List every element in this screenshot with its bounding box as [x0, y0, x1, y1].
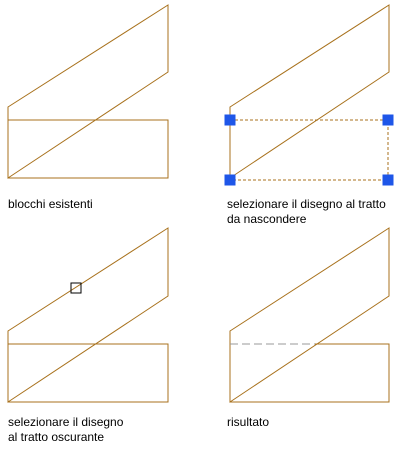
- caption-line: selezionare il disegno: [8, 415, 124, 429]
- panel-select-hide: selezionare il disegno al tratto da nasc…: [224, 4, 394, 227]
- select-obscure-drawing: [7, 227, 169, 403]
- panel-existing-blocks: blocchi esistenti: [0, 0, 200, 225]
- grip-bottom-left[interactable]: [224, 174, 236, 186]
- pick-box-cursor: [70, 282, 82, 294]
- caption-line: blocchi esistenti: [8, 197, 93, 211]
- caption-line: risultato: [227, 415, 270, 429]
- result-drawing: [229, 227, 390, 403]
- caption-line: selezionare il disegno al tratto: [227, 197, 386, 211]
- grip-bottom-right[interactable]: [382, 174, 394, 186]
- select-hide-drawing: [224, 4, 394, 186]
- parallelogram-block: [229, 227, 390, 403]
- caption-select-obscure: selezionare il disegno al tratto oscuran…: [8, 415, 123, 445]
- grip-top-left[interactable]: [224, 114, 236, 126]
- rectangle-visible-edges: [230, 343, 390, 403]
- caption-line: da nascondere: [227, 212, 307, 226]
- existing-blocks-drawing: [7, 4, 169, 179]
- caption-select-hide: selezionare il disegno al tratto da nasc…: [227, 197, 386, 227]
- panel-select-obscure: selezionare il disegno al tratto oscuran…: [0, 0, 200, 449]
- caption-existing-blocks: blocchi esistenti: [8, 197, 93, 212]
- selected-rectangle-dashed: [229, 119, 389, 181]
- caption-line: al tratto oscurante: [8, 430, 105, 444]
- rectangle-block: [7, 119, 169, 179]
- grip-top-right[interactable]: [382, 114, 394, 126]
- rectangle-block: [7, 343, 169, 403]
- caption-result: risultato: [227, 415, 269, 430]
